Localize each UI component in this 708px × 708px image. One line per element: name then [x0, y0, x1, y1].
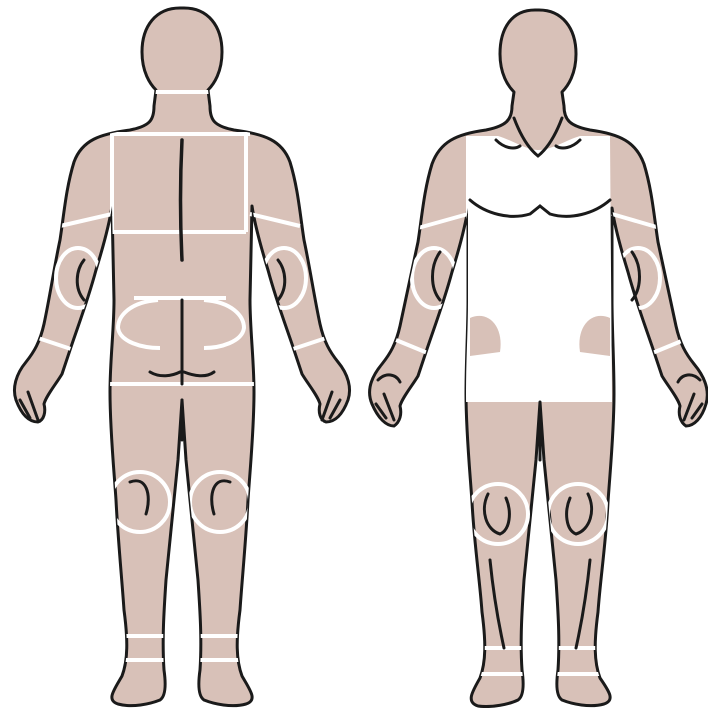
- front-view-figure: [370, 10, 708, 707]
- back-view-figure: [14, 8, 349, 706]
- front-torso-unshaded: [466, 136, 612, 402]
